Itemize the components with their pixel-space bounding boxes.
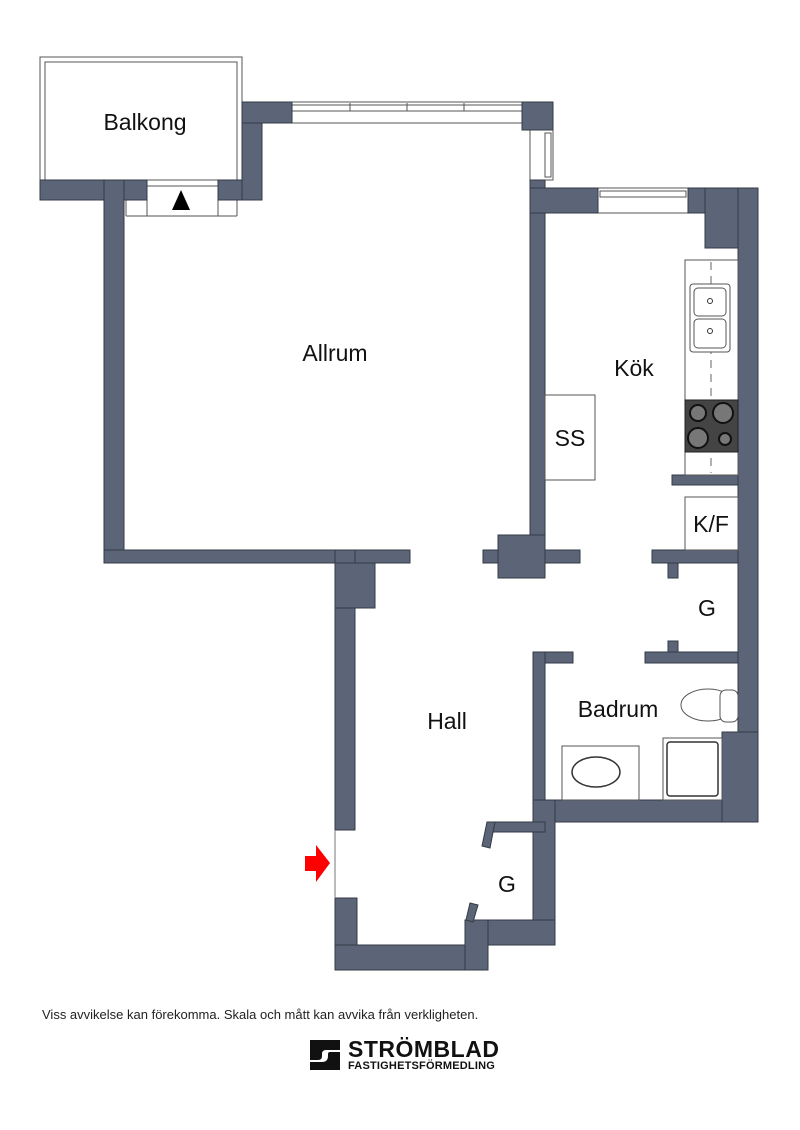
sink-icon [689,283,731,353]
washbasin-icon [561,745,640,801]
brand-logo-icon [310,1040,340,1070]
room-label-balkong: Balkong [103,109,186,135]
room-label-badrum: Badrum [578,696,659,722]
toilet-icon [680,688,739,723]
balcony-outline [39,56,243,181]
window-kitchen [597,187,689,214]
shower-icon [662,737,723,801]
brand-logo: STRÖMBLAD FASTIGHETSFÖRMEDLING [308,1038,499,1072]
dishwasher-box [544,394,596,481]
entrance-arrow-icon [305,845,330,882]
room-label-ss: SS [555,425,586,451]
window-top [291,101,523,124]
door-direction-arrow-icon [172,190,190,210]
fridge-freezer-box [684,496,739,551]
room-label-kf: K/F [693,511,729,537]
room-label-allrum: Allrum [302,340,367,366]
stove-icon [684,399,739,453]
brand-name: STRÖMBLAD [348,1036,500,1062]
room-label-hall: Hall [427,708,467,734]
window-side [529,129,554,181]
disclaimer-text: Viss avvikelse kan förekomma. Skala och … [42,1007,479,1022]
room-label-g-lower: G [498,871,516,897]
room-label-g-upper: G [698,595,716,621]
room-label-kok: Kök [614,355,654,381]
brand-subtitle: FASTIGHETSFÖRMEDLING [348,1060,495,1072]
walls [39,101,759,971]
